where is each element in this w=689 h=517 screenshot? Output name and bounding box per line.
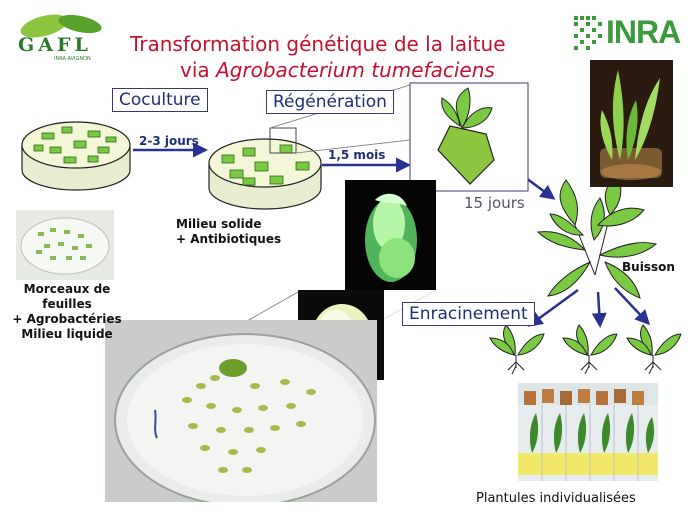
label-morceaux: Morceaux de feuilles + Agrobactéries Mil… <box>8 282 126 342</box>
label-milieu-line-1: Milieu solide <box>176 217 262 231</box>
coculture-dish <box>21 121 131 191</box>
arrow-buisson-to-plantlet-3 <box>614 287 651 326</box>
title-line-2-prefix: via <box>180 58 217 82</box>
duration-shoot: 15 jours <box>464 194 525 212</box>
label-milieu-line-2: + Antibiotiques <box>176 232 282 246</box>
arrow-buisson-to-plantlet-2 <box>591 291 607 328</box>
stage-regeneration: Régénération <box>266 90 394 114</box>
stage-coculture: Coculture <box>112 88 208 112</box>
title-line-1: Transformation génétique de la laitue <box>130 32 506 56</box>
regeneration-dish <box>208 138 322 210</box>
label-milieu-solide: Milieu solide + Antibiotiques <box>176 217 281 247</box>
label-morceaux-line-3: + Agrobactéries <box>12 312 122 326</box>
inra-logo-text: INRA <box>606 14 681 50</box>
title-line-2-italic: Agrobacterium tumefaciens <box>216 58 495 82</box>
label-morceaux-line-2: feuilles <box>42 297 92 311</box>
photo-callus-shoot <box>345 180 436 290</box>
inra-pattern-icon <box>574 16 602 50</box>
photo-petri-dish <box>105 320 377 502</box>
buisson-plant <box>536 174 658 299</box>
plantlet-3 <box>626 324 682 375</box>
duration-coculture: 2-3 jours <box>139 134 199 148</box>
arrow-buisson-to-plantlet-1 <box>527 288 579 327</box>
duration-regeneration: 1,5 mois <box>328 148 386 162</box>
gafl-logo-subtext: INRA AVIGNON <box>54 56 91 62</box>
shoot-drawing <box>437 87 495 185</box>
inra-logo: INRA <box>574 14 681 54</box>
label-plantules: Plantules individualisées <box>476 491 636 506</box>
gafl-logo: GAFL INRA AVIGNON <box>14 12 112 62</box>
stage-enracinement: Enracinement <box>402 302 535 326</box>
label-morceaux-line-1: Morceaux de <box>23 282 111 296</box>
photo-individual-plantlets <box>518 383 658 481</box>
gafl-logo-text: GAFL <box>18 34 92 56</box>
photo-leaf-pieces-dish <box>16 210 114 280</box>
title-line-2: via Agrobacterium tumefaciens <box>180 58 495 82</box>
label-buisson: Buisson <box>622 260 675 274</box>
plantlet-1 <box>489 324 545 375</box>
gafl-leaf-icon <box>20 14 102 38</box>
zoom-square-dish <box>269 127 297 154</box>
label-morceaux-line-4: Milieu liquide <box>21 327 113 341</box>
photo-shoots-in-tube <box>590 60 673 187</box>
plantlet-2 <box>562 324 618 375</box>
